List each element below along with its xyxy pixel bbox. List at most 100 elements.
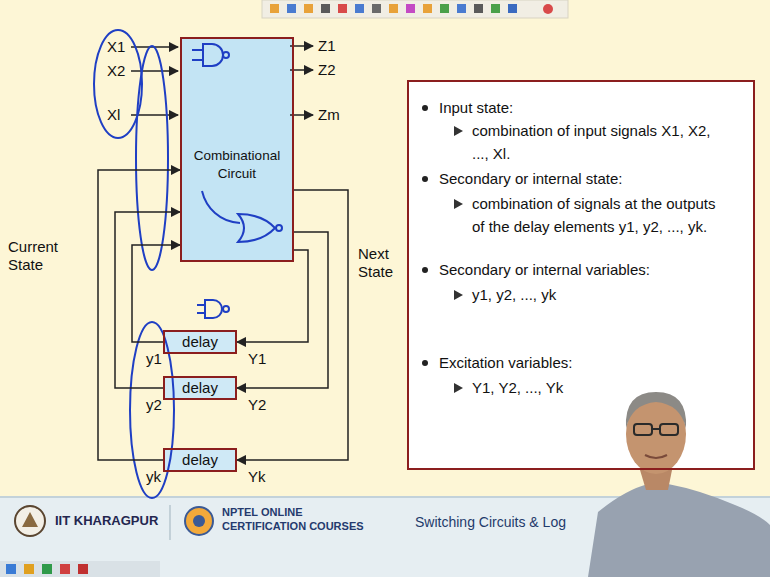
tool-icon — [423, 4, 432, 13]
output-signal: Z2 — [318, 61, 336, 79]
bullet-dot — [422, 267, 428, 273]
bullet-item: combination of input signals X1, X2, ...… — [472, 119, 730, 165]
nptel-logo — [185, 507, 213, 535]
bullet-item: y1, y2, ..., yk — [472, 283, 730, 306]
taskbar-icon — [60, 564, 70, 574]
pen-toolbar — [262, 0, 568, 18]
gate-sketch — [276, 225, 282, 231]
iit-logo-mark — [22, 512, 38, 527]
gate-sketch — [197, 312, 205, 314]
tool-icon — [543, 4, 553, 14]
box-fill — [180, 37, 294, 262]
course-banner: NPTEL ONLINE CERTIFICATION COURSES — [222, 505, 372, 533]
tool-icon — [389, 4, 398, 13]
bullet-item: Secondary or internal variables: — [439, 258, 745, 281]
footer-divider — [170, 505, 171, 540]
box-label: delay — [182, 379, 218, 397]
course-title: Switching Circuits & Log — [415, 513, 566, 531]
bullet-arrow — [454, 126, 463, 136]
tool-icon — [338, 4, 347, 13]
state-variable: y1 — [146, 350, 162, 368]
bullet-dot — [422, 105, 428, 111]
lecturer-glasses — [660, 424, 678, 435]
gate-sketch — [238, 214, 275, 242]
bullet-arrow — [454, 199, 463, 209]
annotation-ellipse — [94, 30, 142, 138]
toolbar-icons — [270, 4, 553, 14]
pen-annotations — [94, 30, 282, 498]
iit-logo — [15, 506, 45, 536]
definition-text: Secondary or internal state: — [439, 167, 745, 190]
tool-icon — [457, 4, 466, 13]
box-fill — [407, 80, 755, 470]
delay-box: delay — [163, 376, 237, 400]
tool-icon — [474, 4, 483, 13]
gate-sketch — [205, 300, 222, 318]
nptel-logo-mark — [193, 515, 205, 527]
definition-text: combination of signals at the outputs of… — [472, 192, 730, 238]
gate-sketch — [192, 49, 203, 51]
bullet-arrow — [454, 383, 463, 393]
gate-sketch — [202, 191, 240, 223]
taskbar-icon — [6, 564, 16, 574]
tool-icon — [287, 4, 296, 13]
taskbar-icon — [42, 564, 52, 574]
excitation-variable: Yk — [248, 468, 266, 486]
feedback-wire — [98, 170, 180, 460]
combinational-box: Combinational Circuit — [180, 37, 294, 262]
input-signal: X1 — [107, 38, 125, 56]
feedback-wire — [115, 212, 180, 388]
gate-sketch — [223, 52, 229, 58]
input-signal: X2 — [107, 62, 125, 80]
lecturer-shirt — [588, 484, 770, 577]
input-signal: Xl — [107, 106, 120, 124]
box-fill — [163, 448, 237, 472]
definition-text: Excitation variables: — [439, 351, 745, 374]
delay-box: delay — [163, 448, 237, 472]
bullet-item: combination of signals at the outputs of… — [472, 192, 730, 238]
delay-box: delay — [163, 330, 237, 354]
output-signal: Zm — [318, 106, 340, 124]
box-label: delay — [182, 451, 218, 469]
box-label: delay — [182, 333, 218, 351]
tool-icon — [304, 4, 313, 13]
lecturer-hair — [626, 392, 686, 428]
side-label: Next State — [358, 245, 408, 281]
annotation-ellipse — [136, 46, 168, 270]
tool-icon — [406, 4, 415, 13]
tool-icon — [491, 4, 500, 13]
bullet-item: Y1, Y2, ..., Yk — [472, 376, 730, 399]
bullet-item: Excitation variables: — [439, 351, 745, 374]
gate-sketch — [192, 59, 203, 61]
lecturer-glasses — [652, 428, 660, 430]
lecturer-mouth — [645, 455, 667, 458]
lecturer-figure — [588, 392, 770, 577]
tool-icon — [440, 4, 449, 13]
tool-icon — [372, 4, 381, 13]
bullet-arrow — [454, 290, 463, 300]
gate-sketch — [223, 306, 229, 312]
bullet-dot — [422, 176, 428, 182]
feedback-wire — [237, 232, 328, 388]
gate-sketch — [203, 44, 223, 66]
definition-text: Secondary or internal variables: — [439, 258, 745, 281]
lecturer-glasses — [634, 424, 652, 435]
box-fill — [163, 330, 237, 354]
box-label: Combinational Circuit — [182, 147, 292, 183]
input-wire — [131, 70, 178, 72]
excitation-variable: Y2 — [248, 396, 266, 414]
state-variable: y2 — [146, 396, 162, 414]
bullet-item: Secondary or internal state: — [439, 167, 745, 190]
state-variable: yk — [146, 468, 161, 486]
taskbar-icon — [78, 564, 88, 574]
tool-icon — [508, 4, 517, 13]
taskbar — [0, 561, 160, 577]
tool-icon — [355, 4, 364, 13]
gate-sketch — [197, 304, 205, 306]
bullet-dot — [422, 360, 428, 366]
definition-text: combination of input signals X1, X2, ...… — [472, 119, 730, 165]
feedback-wire — [237, 250, 308, 342]
taskbar-icon — [24, 564, 34, 574]
